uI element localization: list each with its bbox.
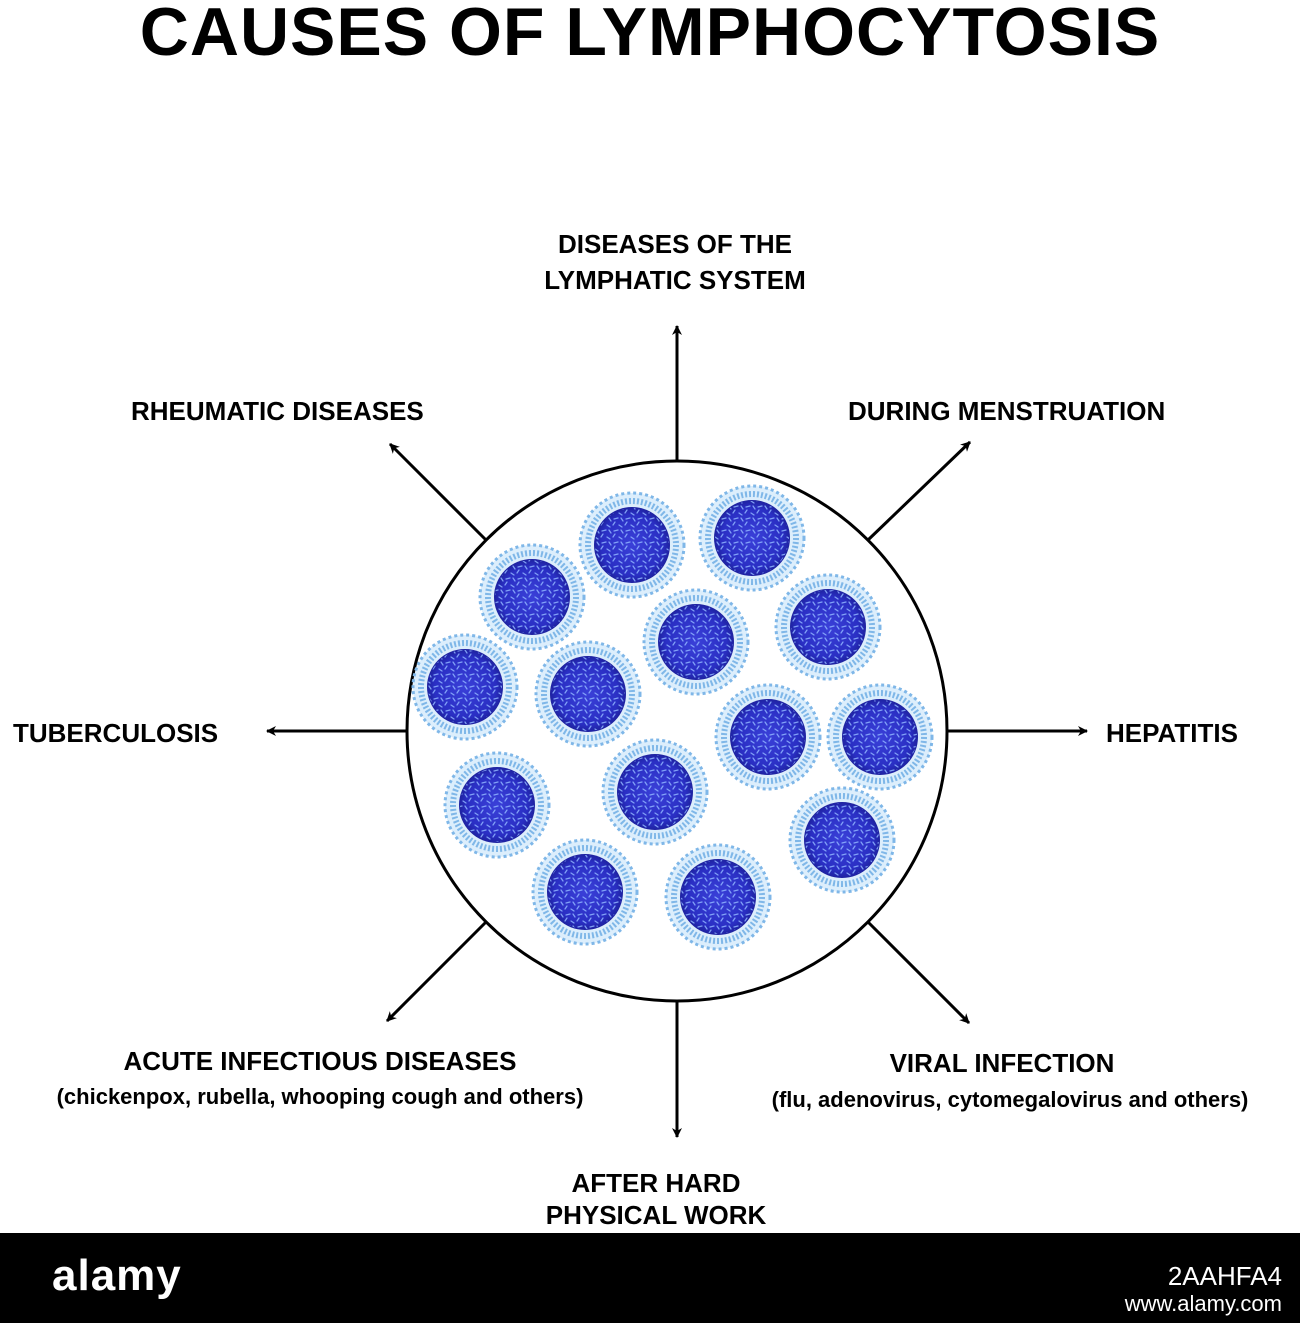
cause-rheumatic: RHEUMATIC DISEASES: [131, 396, 424, 426]
lymphocyte-cell: [714, 683, 822, 791]
lymphocyte-cell: [698, 484, 806, 592]
diagram-title: CAUSES OF LYMPHOCYTOSIS: [139, 0, 1161, 70]
site-url: www.alamy.com: [1124, 1291, 1282, 1316]
cause-lymphatic-line2: LYMPHATIC SYSTEM: [544, 265, 806, 295]
lymphocyte-cell: [534, 640, 642, 748]
lymphocyte-cell: [443, 751, 551, 859]
cause-viral-infection: VIRAL INFECTION: [889, 1048, 1115, 1078]
lymphocyte-cell: [664, 843, 772, 951]
cause-tuberculosis: TUBERCULOSIS: [13, 718, 219, 748]
cause-menstruation: DURING MENSTRUATION: [848, 396, 1166, 426]
lymphocyte-cell: [531, 838, 639, 946]
lymphocyte-cell: [601, 738, 709, 846]
arrow-lower-right: [866, 920, 971, 1025]
cause-physical-line1: AFTER HARD: [571, 1168, 741, 1198]
brand-logo: alamy: [52, 1251, 182, 1300]
cause-physical-line2: PHYSICAL WORK: [545, 1200, 767, 1230]
cause-acute-examples: (chickenpox, rubella, whooping cough and…: [56, 1084, 584, 1109]
arrow-upper-right: [866, 440, 972, 542]
lymphocyte-cell: [478, 543, 586, 651]
lymphocyte-cells: [411, 484, 934, 951]
arrow-upper-left: [388, 442, 488, 542]
cause-lymphatic-system: DISEASES OF THE LYMPHATIC SYSTEM: [544, 226, 805, 298]
image-id: 2AAHFA4: [1167, 1261, 1282, 1291]
footer-bar: alamy 2AAHFA4 www.alamy.com: [0, 1233, 1300, 1323]
cause-acute-infectious: ACUTE INFECTIOUS DISEASES: [123, 1046, 517, 1076]
lymphocyte-cell: [411, 633, 519, 741]
lymphocyte-cell: [774, 573, 882, 681]
lymphocyte-cell: [826, 683, 934, 791]
lymphocyte-cell: [642, 588, 750, 696]
arrow-lower-left: [385, 920, 488, 1023]
lymphocyte-cell: [788, 786, 896, 894]
lymphocytosis-diagram: [266, 325, 1088, 1138]
cause-physical-work: AFTER HARD PHYSICAL WORK: [546, 1167, 767, 1231]
lymphocyte-cell: [578, 491, 686, 599]
cause-lymphatic-line1: DISEASES OF THE: [557, 229, 793, 259]
cause-hepatitis: HEPATITIS: [1106, 718, 1238, 748]
cause-viral-examples: (flu, adenovirus, cytomegalovirus and ot…: [771, 1087, 1249, 1112]
arrows: [266, 325, 1088, 1138]
